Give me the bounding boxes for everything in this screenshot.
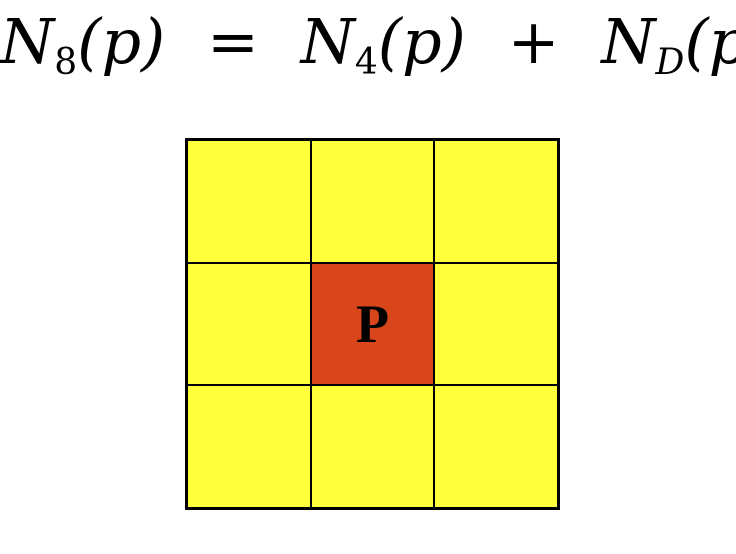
pixel-grid: P (185, 138, 560, 510)
term1-subscript: 4 (354, 41, 378, 83)
center-pixel-cell: P (310, 262, 435, 386)
neighbor-cell-left (187, 262, 311, 386)
term1-argument: (p) (377, 5, 466, 78)
neighbor-cell-bottom-right (434, 385, 558, 508)
lhs-argument: (p) (77, 5, 166, 78)
neighbor-cell-right (434, 262, 558, 386)
term2-symbol: N (601, 5, 656, 78)
plus-sign: + (507, 5, 560, 78)
neighborhood-equation: N8(p) = N4(p) + ND(p) (0, 5, 736, 83)
term1-symbol: N (300, 5, 355, 78)
neighbor-cell-top (310, 140, 435, 263)
neighbor-cell-top-right (434, 140, 558, 263)
equals-sign: = (206, 5, 259, 78)
neighbor-cell-bottom (310, 385, 435, 508)
neighbor-cell-top-left (187, 140, 311, 263)
lhs-subscript: 8 (54, 41, 78, 83)
term2-subscript: D (655, 41, 685, 83)
term2-argument: (p) (684, 5, 736, 78)
neighbor-cell-bottom-left (187, 385, 311, 508)
lhs-symbol: N (0, 5, 55, 78)
center-pixel-label: P (355, 293, 389, 354)
